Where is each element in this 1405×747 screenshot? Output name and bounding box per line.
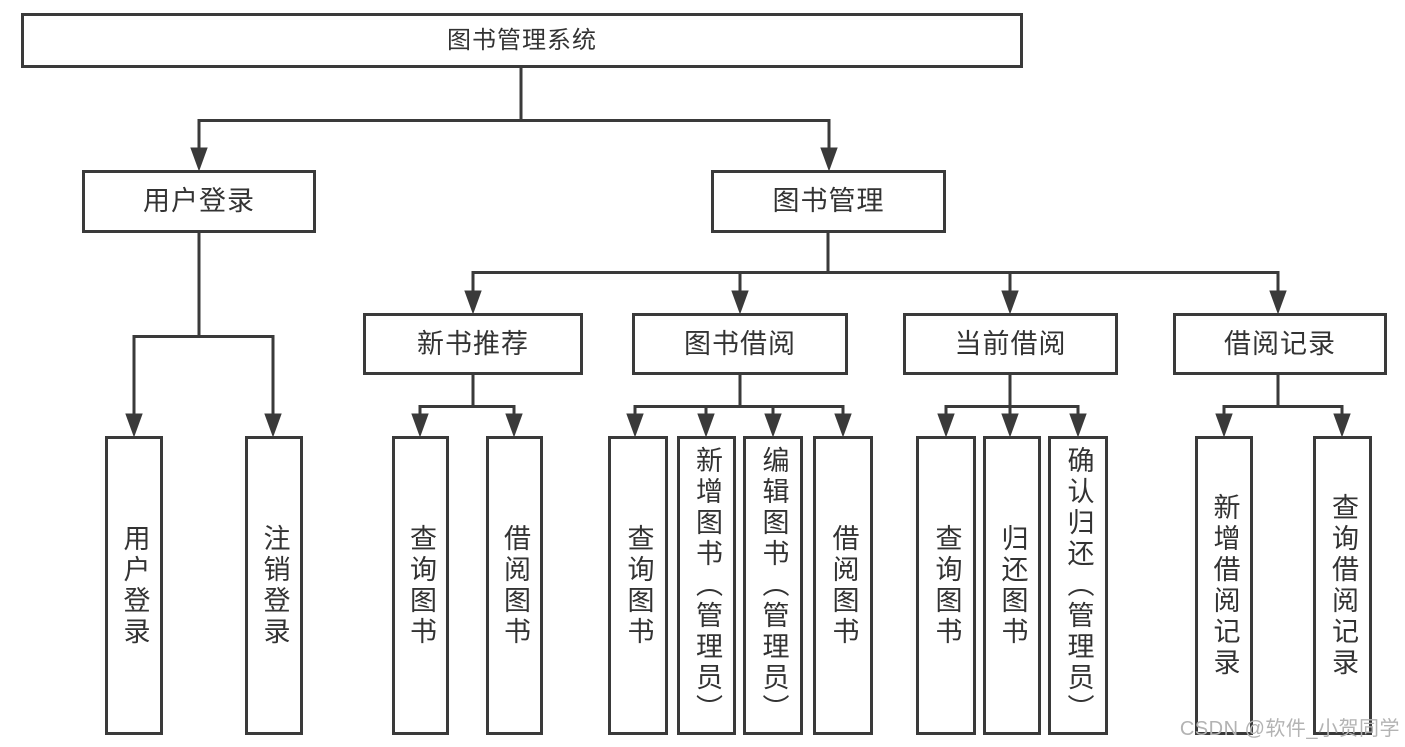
leaf-borrow-books-borrowing: 借阅图书 xyxy=(813,436,873,735)
leaf-query-books-borrowing: 查询图书 xyxy=(608,436,668,735)
node-borrowing-records: 借阅记录 xyxy=(1173,313,1387,375)
leaf-query-books-current: 查询图书 xyxy=(916,436,976,735)
node-root-system: 图书管理系统 xyxy=(21,13,1023,68)
leaf-logout: 注销登录 xyxy=(245,436,303,735)
leaf-return-books: 归还图书 xyxy=(983,436,1041,735)
leaf-borrow-books-recommend: 借阅图书 xyxy=(486,436,543,735)
node-current-borrowing: 当前借阅 xyxy=(903,313,1118,375)
node-new-book-recommend: 新书推荐 xyxy=(363,313,583,375)
leaf-query-borrow-record: 查询借阅记录 xyxy=(1313,436,1372,735)
csdn-watermark: CSDN @软件_小贺同学 xyxy=(1179,718,1400,740)
leaf-user-login: 用户登录 xyxy=(105,436,163,735)
leaf-add-borrow-record: 新增借阅记录 xyxy=(1195,436,1253,735)
leaf-edit-books-admin: 编辑图书（管理员） xyxy=(743,436,803,735)
node-user-login-branch: 用户登录 xyxy=(82,170,316,233)
leaf-add-books-admin: 新增图书（管理员） xyxy=(677,436,736,735)
node-book-borrowing: 图书借阅 xyxy=(632,313,848,375)
leaf-query-books-recommend: 查询图书 xyxy=(392,436,449,735)
leaf-confirm-return-admin: 确认归还（管理员） xyxy=(1048,436,1108,735)
node-book-management-branch: 图书管理 xyxy=(711,170,946,233)
